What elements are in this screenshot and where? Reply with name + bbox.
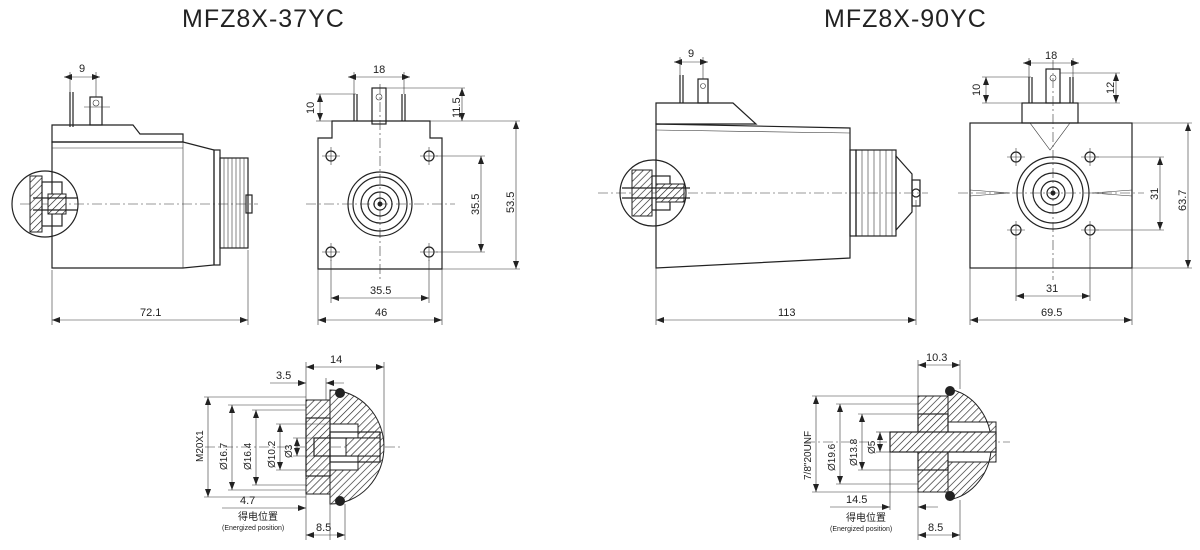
right-side-pin-spacing: 9 (688, 48, 694, 60)
title-right: MFZ8X-90YC (824, 5, 987, 33)
left-front-left-pin-height: 10 (305, 102, 317, 114)
left-front-view: 18 10 11.5 35.5 53.5 35.5 46 (305, 64, 520, 325)
left-section-d3-5: 3.5 (276, 370, 291, 382)
right-side-view: 9 113 (598, 48, 928, 325)
left-section-energized-cn: 得电位置 (238, 510, 278, 523)
left-side-view: 9 72.1 (11, 63, 258, 325)
right-front-terminal-spacing: 18 (1045, 50, 1057, 62)
right-front-width: 69.5 (1041, 307, 1062, 319)
left-section-thread: M20X1 (195, 430, 206, 462)
right-front-hole-spacing-v: 31 (1149, 188, 1161, 200)
right-section-energized-cn: 得电位置 (846, 511, 886, 524)
right-section-dia-5: Ø5 (867, 440, 878, 454)
left-front-center-pin-height: 11.5 (451, 97, 463, 118)
left-section-d14: 14 (330, 354, 342, 366)
left-front-hole-spacing-v: 35.5 (470, 194, 482, 215)
right-front-height: 63.7 (1177, 190, 1189, 211)
left-section-dia-16-7: Ø16.7 (219, 442, 230, 470)
left-side-length: 72.1 (140, 307, 161, 319)
right-section-view: 7/8"20UNF Ø19.6 Ø13.8 Ø5 10.3 14.5 得电位置 … (803, 352, 1010, 540)
left-front-terminal-spacing: 18 (373, 64, 385, 76)
right-front-view: 18 10 12 31 63.7 31 69.5 (958, 50, 1192, 325)
left-front-height: 53.5 (505, 192, 517, 213)
right-section-d14-5: 14.5 (846, 494, 867, 506)
left-side-pin-spacing: 9 (79, 63, 85, 75)
right-section-dia-13-8: Ø13.8 (849, 438, 860, 466)
right-front-left-pin-height: 10 (971, 84, 983, 96)
left-front-hole-spacing-h: 35.5 (370, 285, 391, 297)
left-front-width: 46 (375, 307, 387, 319)
left-section-dia-10-2: Ø10.2 (267, 440, 278, 468)
right-front-hole-spacing-h: 31 (1046, 283, 1058, 295)
right-section-d10-3: 10.3 (926, 352, 947, 364)
title-left: MFZ8X-37YC (182, 5, 345, 33)
left-section-dia-16-4: Ø16.4 (243, 442, 254, 470)
right-section-energized-en: (Energized position) (830, 526, 892, 533)
left-section-d8-5: 8.5 (316, 522, 331, 534)
left-section-dia-3: Ø3 (284, 444, 295, 458)
right-section-dia-19-6: Ø19.6 (827, 443, 838, 471)
right-section-d8-5: 8.5 (928, 522, 943, 534)
right-side-length: 113 (778, 307, 796, 319)
left-section-view: M20X1 Ø16.7 Ø16.4 Ø10.2 Ø3 14 3.5 4.7 得电… (195, 354, 400, 540)
right-front-center-pin-height: 12 (1105, 82, 1117, 94)
left-section-energized-en: (Energized position) (222, 525, 284, 532)
right-section-thread: 7/8"20UNF (803, 431, 814, 480)
left-section-d4-7: 4.7 (240, 495, 255, 507)
